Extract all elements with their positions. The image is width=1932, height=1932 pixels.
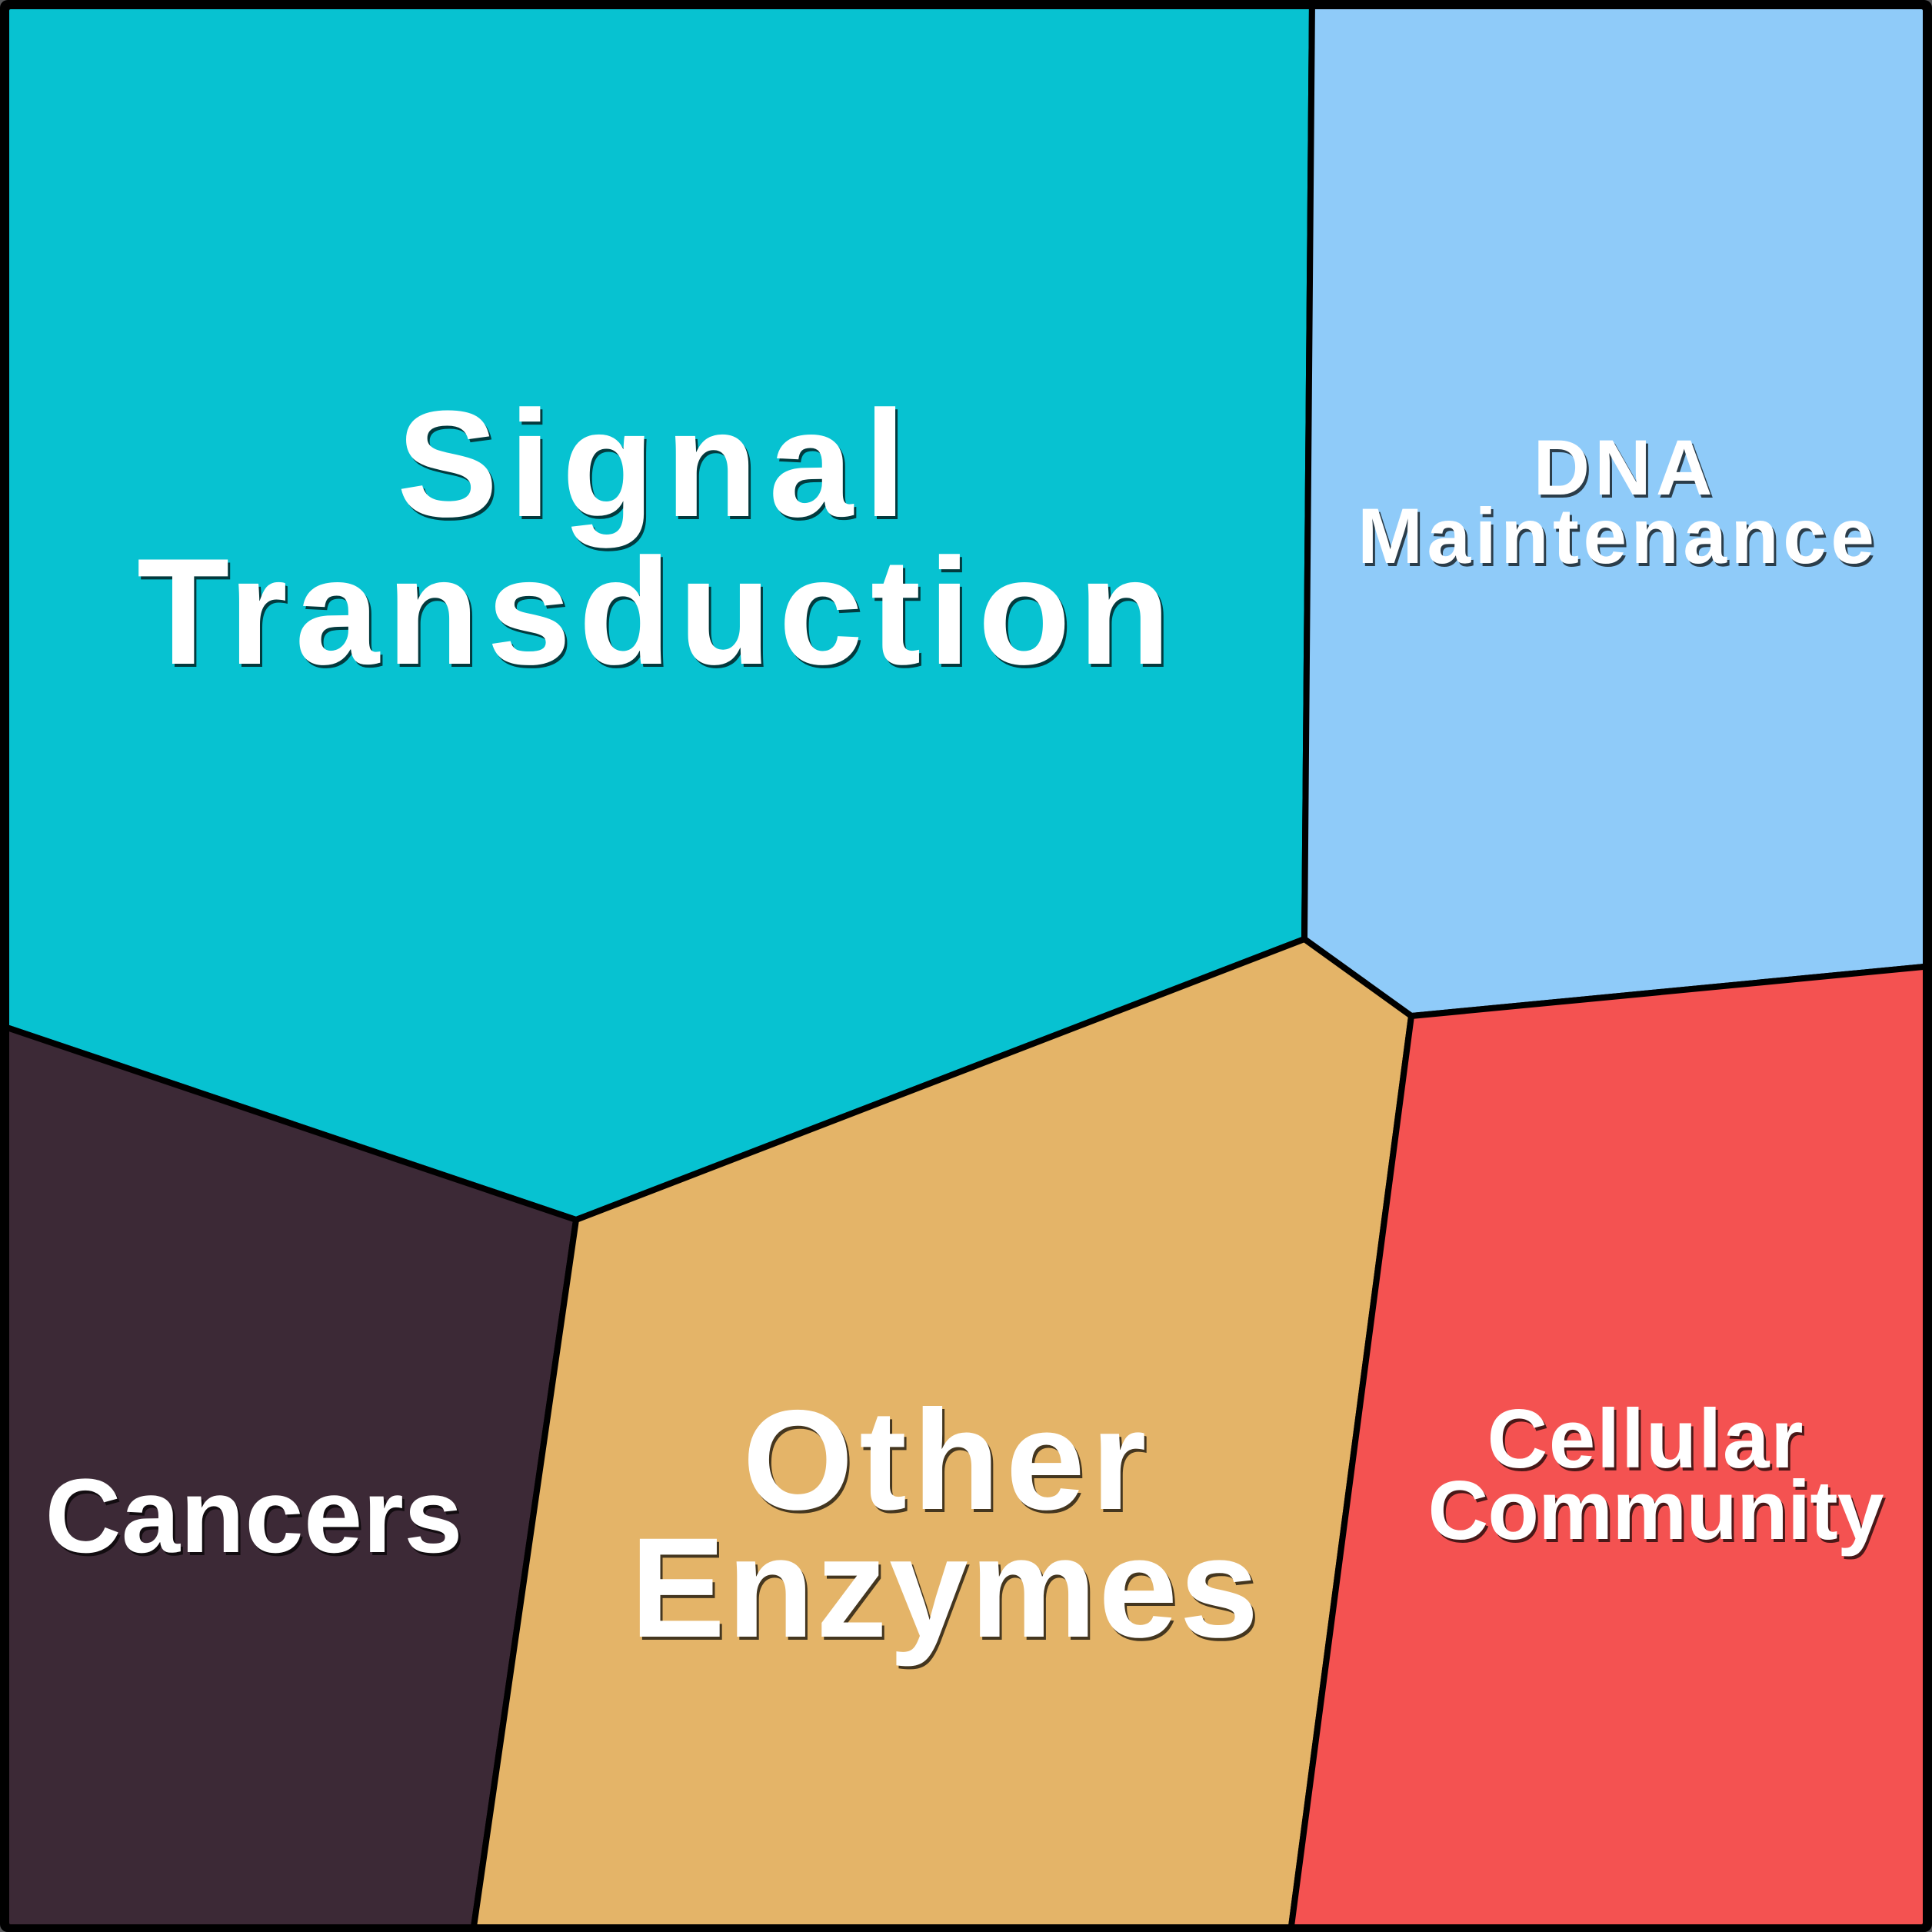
svg-text:Enzymes: Enzymes xyxy=(633,1512,1261,1671)
svg-text:Community: Community xyxy=(1428,1464,1884,1557)
svg-text:Cancers: Cancers xyxy=(48,1461,465,1578)
svg-text:Transduction: Transduction xyxy=(139,530,1173,699)
svg-text:Cellular: Cellular xyxy=(1490,1395,1806,1489)
svg-text:DNA: DNA xyxy=(1534,424,1713,511)
svg-text:DNA: DNA xyxy=(1536,427,1715,515)
svg-text:Other: Other xyxy=(743,1381,1147,1540)
svg-text:Maintenance: Maintenance xyxy=(1360,495,1877,583)
svg-text:Transduction: Transduction xyxy=(137,527,1171,696)
svg-text:Enzymes: Enzymes xyxy=(631,1509,1259,1667)
svg-text:Signal: Signal xyxy=(399,382,908,551)
svg-text:Community: Community xyxy=(1431,1467,1887,1561)
svg-text:Signal: Signal xyxy=(397,379,906,548)
svg-text:Cellular: Cellular xyxy=(1487,1392,1804,1486)
svg-text:Maintenance: Maintenance xyxy=(1357,492,1874,580)
svg-text:Cancers: Cancers xyxy=(45,1457,463,1575)
svg-text:Other: Other xyxy=(745,1384,1149,1543)
